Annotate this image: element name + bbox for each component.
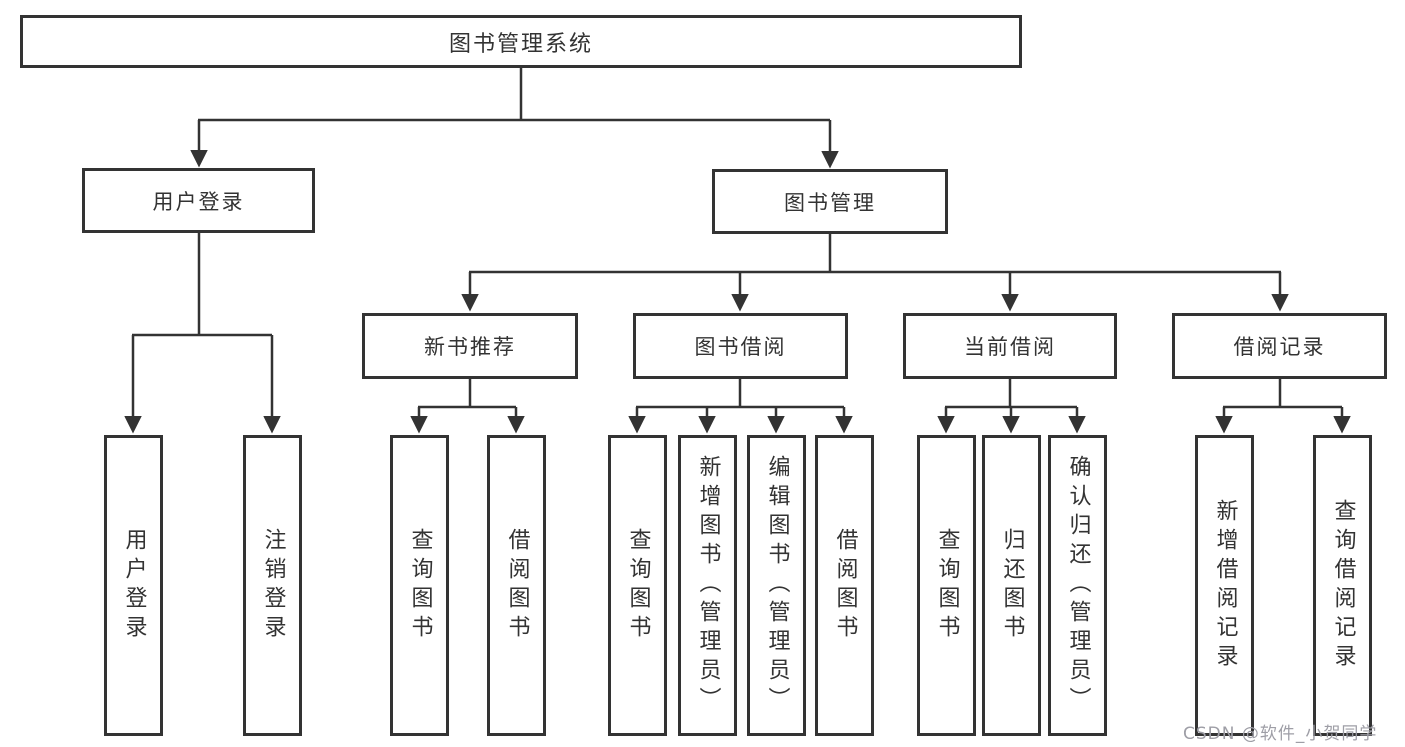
leaf-add-borrow-record: 新增借阅记录 [1195, 435, 1254, 736]
leaf-user-login: 用户登录 [104, 435, 163, 736]
leaf-query-books-recommend-label: 查询图书 [407, 527, 433, 644]
leaf-user-login-label: 用户登录 [121, 527, 147, 644]
node-root: 图书管理系统 [20, 15, 1022, 68]
leaf-logout: 注销登录 [243, 435, 302, 736]
node-root-label: 图书管理系统 [448, 31, 593, 57]
leaf-add-borrow-record-label: 新增借阅记录 [1212, 498, 1238, 673]
leaf-query-books-recommend: 查询图书 [390, 435, 449, 736]
leaf-confirm-return-admin-label: 确认归还（管理员） [1065, 455, 1091, 716]
leaf-borrow-books: 借阅图书 [815, 435, 874, 736]
node-user-login-label: 用户登录 [152, 189, 245, 214]
node-new-book-recommend: 新书推荐 [362, 313, 578, 379]
leaf-borrow-books-label: 借阅图书 [832, 527, 858, 644]
node-book-management: 图书管理 [712, 169, 948, 234]
leaf-return-book-label: 归还图书 [999, 527, 1025, 644]
node-new-book-recommend-label: 新书推荐 [424, 335, 516, 359]
leaf-confirm-return-admin: 确认归还（管理员） [1048, 435, 1107, 736]
leaf-query-books-current-label: 查询图书 [934, 527, 960, 644]
node-user-login: 用户登录 [82, 168, 315, 233]
leaf-add-book-admin: 新增图书（管理员） [678, 435, 737, 736]
node-current-borrow: 当前借阅 [903, 313, 1117, 379]
leaf-query-books-borrow-label: 查询图书 [625, 527, 651, 644]
node-borrow-records: 借阅记录 [1172, 313, 1387, 379]
node-book-borrow: 图书借阅 [633, 313, 848, 379]
node-book-borrow-label: 图书借阅 [694, 335, 787, 359]
leaf-query-books-borrow: 查询图书 [608, 435, 667, 736]
leaf-query-books-current: 查询图书 [917, 435, 976, 736]
leaf-edit-book-admin-label: 编辑图书（管理员） [764, 455, 790, 716]
leaf-borrow-books-recommend: 借阅图书 [487, 435, 546, 736]
leaf-logout-label: 注销登录 [260, 527, 286, 644]
leaf-return-book: 归还图书 [982, 435, 1041, 736]
leaf-query-borrow-record: 查询借阅记录 [1313, 435, 1372, 736]
leaf-borrow-books-recommend-label: 借阅图书 [504, 527, 530, 644]
node-book-management-label: 图书管理 [784, 190, 876, 215]
node-current-borrow-label: 当前借阅 [964, 335, 1056, 359]
node-borrow-records-label: 借阅记录 [1233, 335, 1326, 359]
leaf-edit-book-admin: 编辑图书（管理员） [747, 435, 806, 736]
leaf-query-borrow-record-label: 查询借阅记录 [1330, 498, 1356, 673]
leaf-add-book-admin-label: 新增图书（管理员） [695, 455, 721, 716]
csdn-watermark: CSDN @软件_小贺同学 [1183, 724, 1378, 744]
